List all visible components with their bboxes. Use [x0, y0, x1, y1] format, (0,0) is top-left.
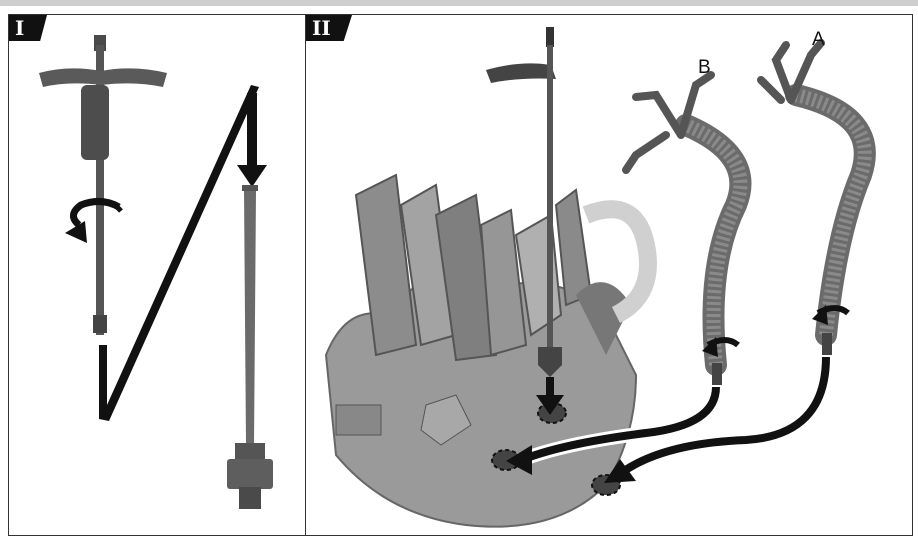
step-one-panel: I [8, 14, 306, 536]
flexible-stem-icon [227, 185, 273, 509]
flexible-arm-a-icon [761, 43, 865, 355]
variant-a-label: A [812, 29, 825, 50]
variant-b-label: B [698, 57, 711, 78]
assembly-guide-line [99, 85, 267, 421]
step-two-panel: II [305, 14, 913, 536]
step-two-illustration: B A [306, 15, 913, 536]
crystal-rock-base-icon [326, 175, 648, 527]
step-one-illustration [9, 15, 306, 536]
tool-with-handle-icon [39, 35, 167, 335]
top-border-strip [0, 0, 918, 6]
rotate-icon [65, 201, 121, 243]
